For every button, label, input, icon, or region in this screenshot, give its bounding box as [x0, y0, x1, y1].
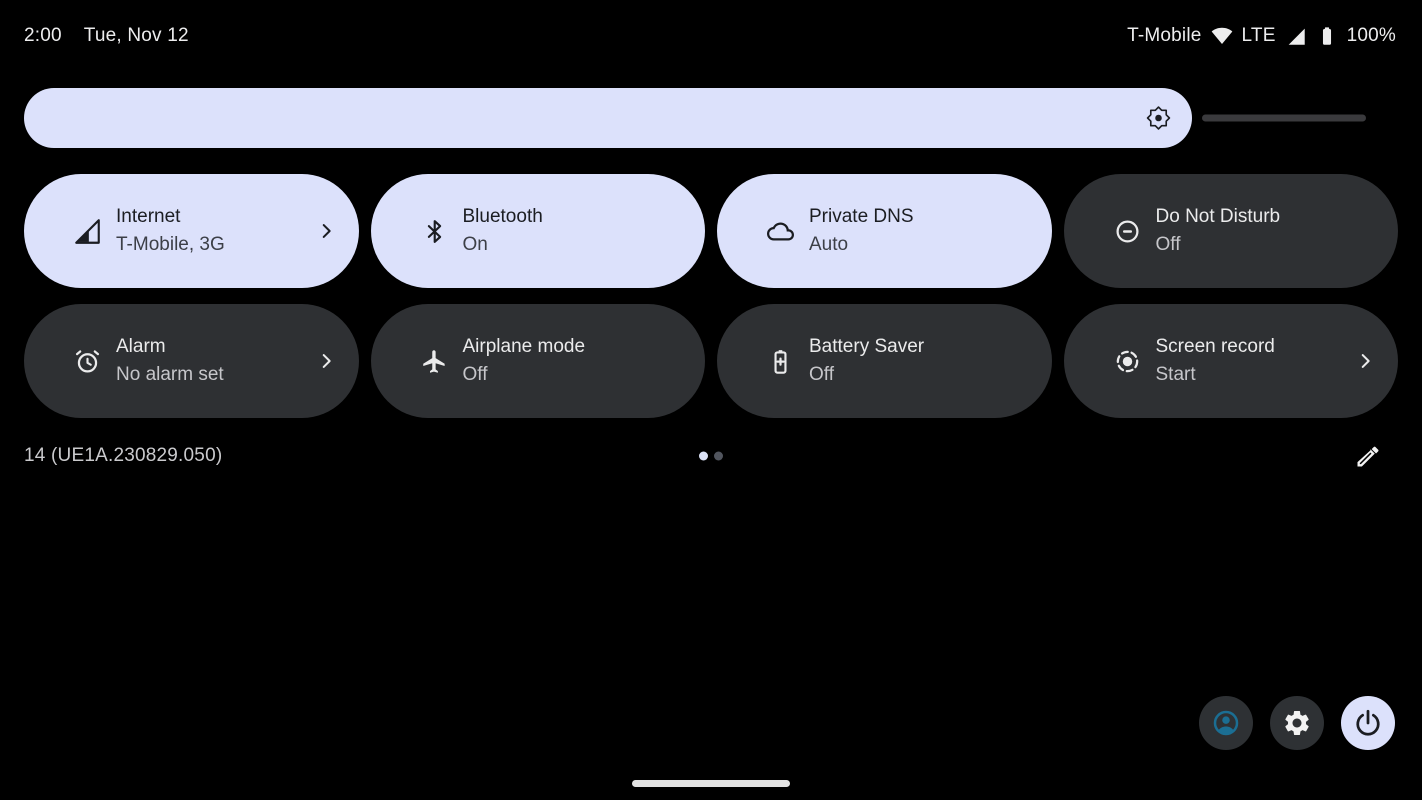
chevron-right-icon	[315, 350, 337, 372]
user-switcher-button[interactable]	[1199, 696, 1253, 750]
bottom-action-buttons	[1199, 696, 1395, 750]
battery-icon	[1316, 25, 1338, 47]
tile-subtitle: Start	[1155, 364, 1196, 385]
person-icon	[1211, 708, 1241, 738]
tile-private-dns[interactable]: Private DNS Auto	[717, 174, 1052, 288]
brightness-slider-fill[interactable]	[24, 88, 1192, 148]
tile-subtitle: T-Mobile, 3G	[116, 234, 225, 255]
record-icon	[1114, 348, 1141, 375]
page-indicator	[699, 451, 723, 461]
tile-text: Airplane mode Off	[463, 333, 662, 389]
gear-icon	[1282, 708, 1312, 738]
cellular-signal-icon	[1285, 25, 1307, 47]
tile-title: Do Not Disturb	[1155, 206, 1281, 227]
tile-text: Do Not Disturb Off	[1156, 203, 1355, 259]
cloud-icon	[767, 218, 794, 245]
airplane-icon	[421, 348, 448, 375]
build-number-label: 14 (UE1A.230829.050)	[24, 445, 223, 466]
status-bar-left: 2:00 Tue, Nov 12	[24, 25, 189, 47]
tile-screen-record[interactable]: Screen record Start	[1063, 304, 1398, 418]
tile-text: Battery Saver Off	[809, 333, 1008, 389]
tile-text: Bluetooth On	[463, 203, 662, 259]
tile-text: Internet T-Mobile, 3G	[116, 203, 315, 259]
bluetooth-icon	[421, 218, 448, 245]
tile-do-not-disturb[interactable]: Do Not Disturb Off	[1063, 174, 1398, 288]
power-icon	[1353, 708, 1383, 738]
tile-text: Screen record Start	[1156, 333, 1355, 389]
carrier-label: T-Mobile	[1127, 25, 1202, 46]
qs-footer: 14 (UE1A.230829.050)	[0, 432, 1422, 480]
tile-alarm[interactable]: Alarm No alarm set	[24, 304, 359, 418]
status-bar: 2:00 Tue, Nov 12 T-Mobile LTE 100%	[24, 14, 1396, 58]
tile-title: Internet	[116, 206, 181, 227]
status-bar-right: T-Mobile LTE 100%	[1127, 25, 1396, 47]
power-button[interactable]	[1341, 696, 1395, 750]
tile-airplane-mode[interactable]: Airplane mode Off	[370, 304, 705, 418]
tile-title: Alarm	[116, 336, 166, 357]
page-dot	[714, 451, 723, 461]
date: Tue, Nov 12	[83, 25, 189, 46]
brightness-slider-track[interactable]	[1201, 114, 1366, 122]
settings-button[interactable]	[1270, 696, 1324, 750]
chevron-right-icon	[1354, 350, 1376, 372]
page-dot	[699, 451, 708, 461]
quick-settings-grid: Internet T-Mobile, 3G Bluetooth On Priva…	[24, 174, 1398, 418]
tile-title: Bluetooth	[462, 206, 543, 227]
do-not-disturb-icon	[1114, 218, 1141, 245]
tile-title: Airplane mode	[462, 336, 586, 357]
tile-bluetooth[interactable]: Bluetooth On	[370, 174, 705, 288]
alarm-clock-icon	[74, 348, 101, 375]
tile-subtitle: Off	[462, 364, 488, 385]
brightness-icon	[1145, 105, 1172, 132]
wifi-icon	[1211, 25, 1233, 47]
edit-tiles-button[interactable]	[1354, 442, 1382, 470]
battery-percent-label: 100%	[1346, 25, 1396, 46]
chevron-right-icon	[315, 220, 337, 242]
brightness-slider[interactable]	[24, 88, 1366, 148]
tile-internet[interactable]: Internet T-Mobile, 3G	[24, 174, 359, 288]
tile-subtitle: Off	[809, 364, 834, 385]
tile-text: Private DNS Auto	[809, 203, 1008, 259]
network-type-label: LTE	[1241, 25, 1276, 46]
tile-battery-saver[interactable]: Battery Saver Off	[717, 304, 1052, 418]
tile-title: Private DNS	[809, 206, 914, 227]
tile-text: Alarm No alarm set	[116, 333, 315, 389]
battery-plus-icon	[767, 348, 794, 375]
tile-title: Screen record	[1155, 336, 1275, 357]
tile-subtitle: Auto	[809, 234, 849, 255]
tile-subtitle: On	[462, 234, 488, 255]
cellular-signal-icon	[74, 218, 101, 245]
pencil-icon	[1354, 442, 1382, 470]
home-gesture-bar[interactable]	[632, 780, 790, 787]
tile-subtitle: Off	[1155, 234, 1181, 255]
clock: 2:00	[24, 25, 62, 46]
tile-title: Battery Saver	[809, 336, 925, 357]
tile-subtitle: No alarm set	[116, 364, 224, 385]
